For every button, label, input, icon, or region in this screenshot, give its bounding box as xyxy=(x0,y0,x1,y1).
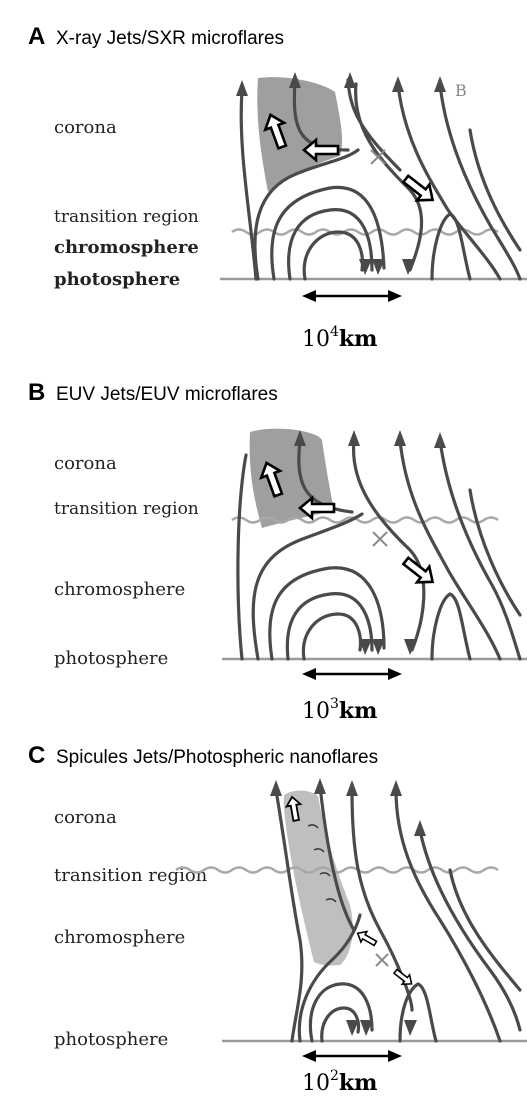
panel-a-title: X-ray Jets/SXR microflares xyxy=(56,28,284,49)
panel-a-scale-bar xyxy=(302,290,402,302)
panel-c-layer-chromosphere: chromosphere xyxy=(54,927,185,948)
panel-b-layer-chromosphere: chromosphere xyxy=(54,579,185,600)
panel-a: A X-ray Jets/SXR microflares corona tran… xyxy=(28,23,527,352)
panel-c-layer-photosphere: photosphere xyxy=(54,1029,168,1050)
panel-b: B EUV Jets/EUV microflares corona transi… xyxy=(28,379,527,724)
panel-b-scale-label: 103km xyxy=(302,696,377,724)
panel-c-scale-label: 102km xyxy=(302,1068,377,1096)
panel-b-downflow-arrow xyxy=(400,553,439,590)
panel-a-layer-photosphere: photosphere xyxy=(54,269,180,290)
panel-a-letter: A xyxy=(28,23,45,50)
panel-b-layer-corona: corona xyxy=(54,453,117,474)
panel-a-layer-corona: corona xyxy=(54,117,117,138)
panel-b-layer-photosphere: photosphere xyxy=(54,648,168,669)
panel-a-layer-transition: transition region xyxy=(54,207,199,227)
panel-a-layer-chromosphere: chromosphere xyxy=(54,237,199,258)
panel-c-letter: C xyxy=(28,742,45,769)
panel-c: C Spicules Jets/Photospheric nanoflares … xyxy=(28,742,527,1096)
panel-b-letter: B xyxy=(28,379,45,406)
panel-b-title: EUV Jets/EUV microflares xyxy=(56,384,278,405)
panel-b-scale-bar xyxy=(302,668,402,680)
panel-c-reconnection-x xyxy=(376,954,388,966)
panel-b-layer-transition: transition region xyxy=(54,499,199,519)
panel-c-outflow-arrow xyxy=(355,928,379,949)
panel-a-field-label: B xyxy=(455,81,467,100)
panel-c-scale-bar xyxy=(302,1050,402,1062)
panel-c-layer-corona: corona xyxy=(54,807,117,828)
panel-a-jet-region xyxy=(257,77,342,192)
panel-a-scale-label: 104km xyxy=(302,324,377,352)
panel-b-reconnection-x xyxy=(373,532,387,546)
panel-c-title: Spicules Jets/Photospheric nanoflares xyxy=(56,747,378,768)
panel-c-downflow-arrow xyxy=(392,967,415,989)
